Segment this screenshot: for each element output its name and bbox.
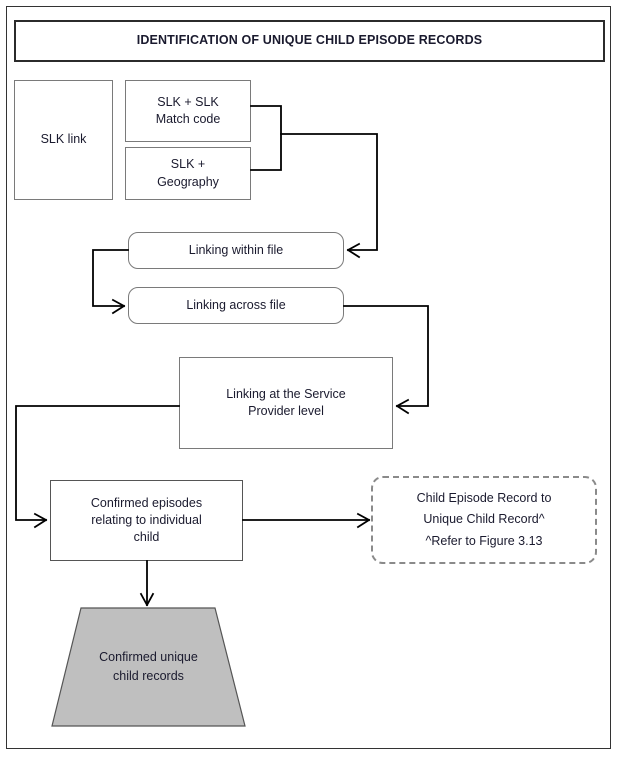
slk-geo-line-2: Geography	[157, 174, 219, 189]
confirmed-line-1: Confirmed episodes	[90, 495, 203, 510]
child-rec-line-2: Unique Child Record^	[423, 512, 545, 527]
confirmed-line-2: relating to individual	[91, 512, 202, 527]
slk-geo-line-1: SLK +	[170, 157, 206, 172]
slk-match-line-2: Match code	[155, 112, 221, 126]
slk-match-line-1: SLK + SLK	[157, 94, 219, 109]
child-rec-line-1: Child Episode Record to	[416, 491, 552, 506]
confirmed-unique-child-records-trapezoid	[51, 607, 246, 727]
service-line-2: Provider level	[248, 404, 324, 418]
node-slk-geography: SLK + Geography	[125, 147, 251, 200]
confirmed-line-3: child	[133, 530, 160, 545]
service-line-1: Linking at the Service	[226, 386, 346, 401]
child-rec-line-3: ^Refer to Figure 3.13	[425, 533, 543, 548]
node-linking-across-file: Linking across file	[128, 287, 344, 324]
node-slk-match-code: SLK + SLK Match code	[125, 80, 251, 142]
node-child-episode-record: Child Episode Record to Unique Child Rec…	[371, 476, 597, 564]
node-confirmed-episodes: Confirmed episodes relating to individua…	[50, 480, 243, 561]
node-slk-link: SLK link	[14, 80, 113, 200]
node-linking-service-provider: Linking at the Service Provider level	[179, 357, 393, 449]
diagram-frame	[6, 6, 611, 749]
diagram-title: IDENTIFICATION OF UNIQUE CHILD EPISODE R…	[14, 20, 605, 62]
node-linking-within-file: Linking within file	[128, 232, 344, 269]
